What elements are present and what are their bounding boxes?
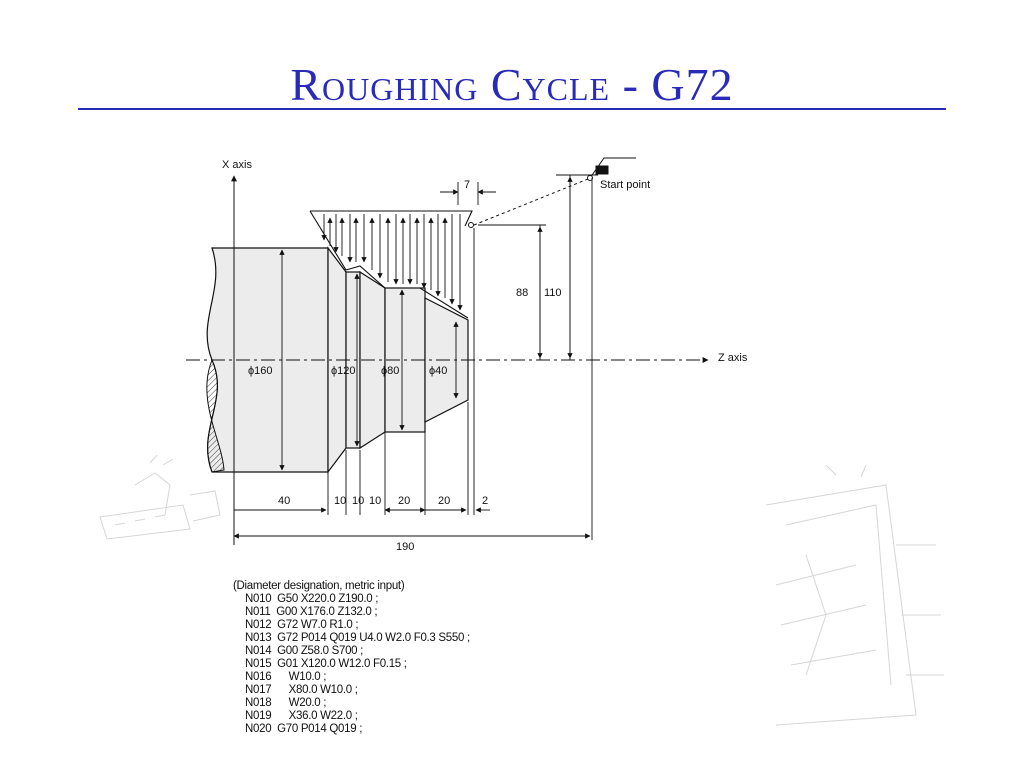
title-underline	[78, 108, 946, 110]
dim-d160-label: ϕ160	[248, 365, 273, 377]
stock-outline	[309, 210, 473, 319]
dim-z20a-label: 20	[398, 495, 410, 507]
program-line: N014 G00 Z58.0 S700 ;	[245, 645, 364, 657]
program-line: N020 G70 P014 Q019 ;	[245, 723, 363, 735]
dim-z40-label: 40	[278, 495, 290, 507]
nc-program: (Diameter designation, metric input) N01…	[233, 580, 470, 736]
background-sketch-right	[766, 465, 944, 726]
dim-x	[478, 174, 598, 540]
dim-7	[440, 182, 496, 205]
dim-d80-label: ϕ80	[381, 365, 399, 377]
program-line: N019 X36.0 W22.0 ;	[245, 710, 358, 722]
dim-z10b-label: 10	[352, 495, 364, 507]
dim-110-label: 110	[544, 287, 562, 299]
dim-z10a-label: 10	[334, 495, 346, 507]
dim-88-label: 88	[516, 287, 528, 299]
dim-z20b-label: 20	[438, 495, 450, 507]
dim-d40-label: ϕ40	[429, 365, 447, 377]
program-line: N016 W10.0 ;	[245, 671, 327, 683]
diameter-dims	[279, 249, 459, 471]
start-point-label: Start point	[600, 179, 650, 191]
dim-z2-label: 2	[482, 495, 488, 507]
dim-7-label: 7	[464, 179, 470, 191]
program-header: (Diameter designation, metric input)	[233, 580, 405, 592]
program-line: N012 G72 W7.0 R1.0 ;	[245, 619, 359, 631]
dim-z10c-label: 10	[369, 495, 381, 507]
program-line: N011 G00 X176.0 Z132.0 ;	[245, 606, 378, 618]
axes	[186, 175, 709, 545]
program-line: N017 X80.0 W10.0 ;	[245, 684, 358, 696]
program-line: N018 W20.0 ;	[245, 697, 327, 709]
dim-d120-label: ϕ120	[331, 365, 356, 377]
dim-z	[233, 228, 591, 539]
dim-z190-label: 190	[396, 541, 414, 553]
background-sketch-left	[99, 455, 221, 540]
program-line: N010 G50 X220.0 Z190.0 ;	[245, 593, 379, 605]
slide-title: Roughing Cycle - G72	[290, 59, 734, 110]
program-line: N013 G72 P014 Q019 U4.0 W2.0 F0.3 S550 ;	[245, 632, 470, 644]
program-line: N015 G01 X120.0 W12.0 F0.15 ;	[245, 658, 407, 670]
break-section	[206, 358, 225, 473]
z-axis-label: Z axis	[718, 352, 748, 364]
start-point	[468, 157, 636, 228]
x-axis-label: X axis	[222, 159, 252, 171]
cutting-passes	[321, 214, 463, 311]
